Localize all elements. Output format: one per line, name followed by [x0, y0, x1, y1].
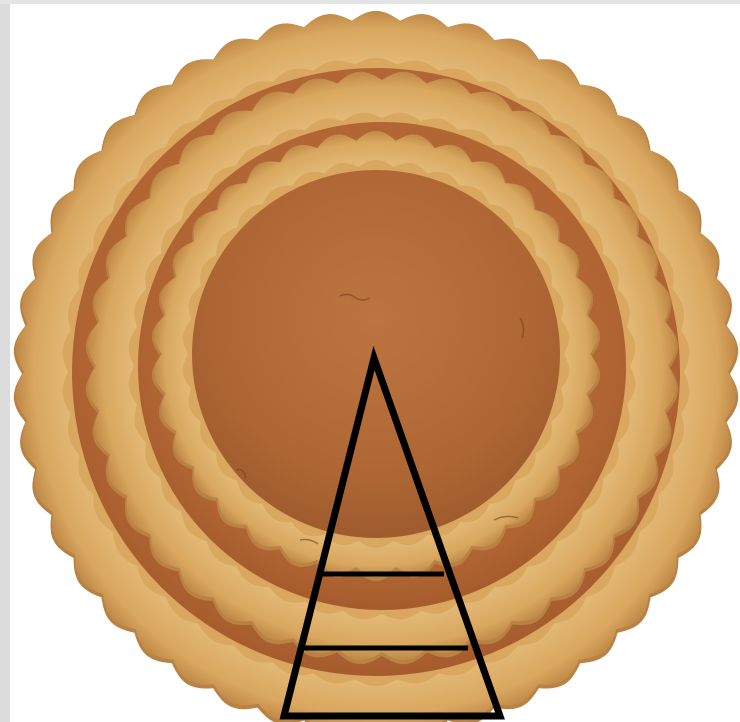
image-canvas: [0, 0, 740, 722]
pies-illustration: [0, 0, 740, 722]
